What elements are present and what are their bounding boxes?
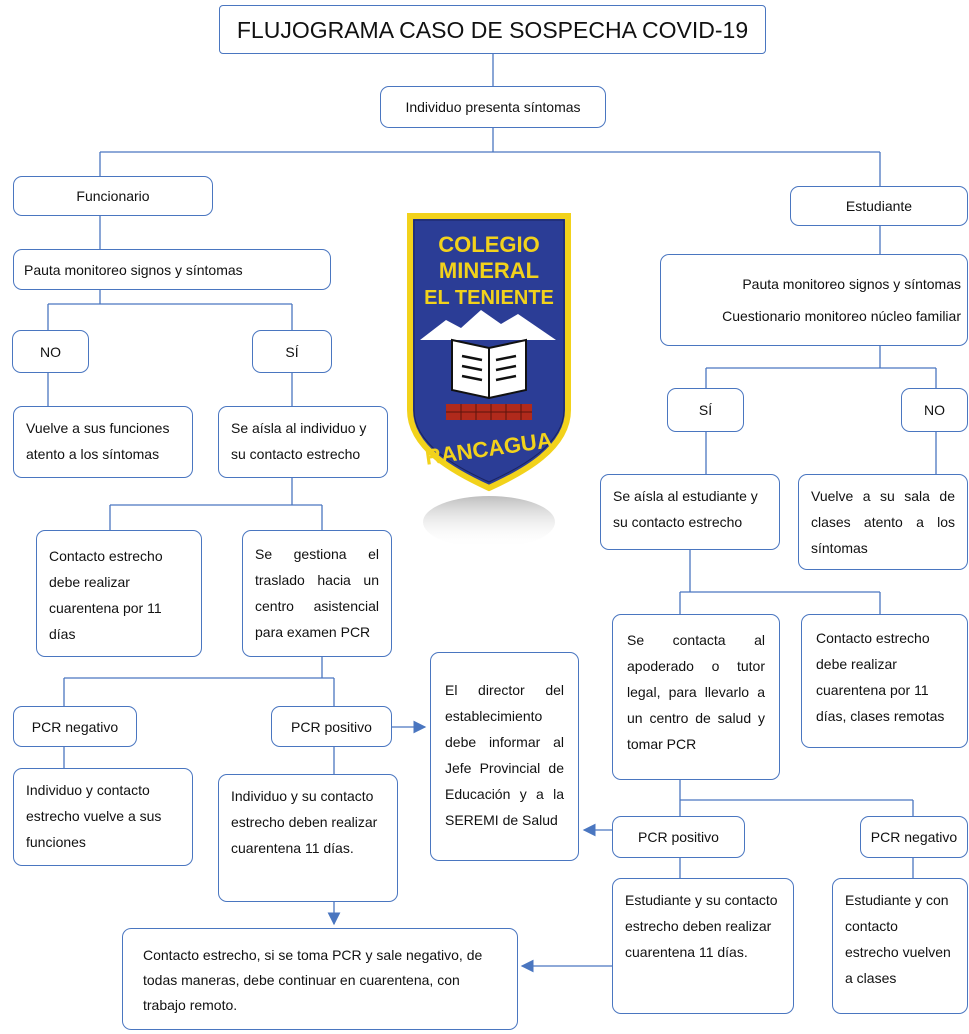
estudiante-contacto-node: Contacto estrecho debe realizar cuarente… (801, 614, 968, 748)
estudiante-no-result-node: Vuelve a su sala de clases atento a los … (798, 474, 968, 570)
book-icon (451, 338, 527, 400)
school-shield-logo: COLEGIO MINERAL EL TENIENTE RANCAGUA (407, 213, 571, 548)
estudiante-positivo-result-node: Estudiante y su contacto estrecho deben … (612, 878, 794, 1014)
funcionario-si-result-node: Se aísla al individuo y su contacto estr… (218, 406, 388, 478)
estudiante-no-node: NO (901, 388, 968, 432)
root-node: Individuo presenta síntomas (380, 86, 606, 128)
estudiante-negativo-result-node: Estudiante y con contacto estrecho vuelv… (832, 878, 968, 1014)
estudiante-apoderado-node: Se contacta al apoderado o tutor legal, … (612, 614, 780, 780)
estudiante-si-result-node: Se aísla al estudiante y su contacto est… (600, 474, 780, 550)
funcionario-no-node: NO (12, 330, 89, 373)
funcionario-pauta-node: Pauta monitoreo signos y síntomas (13, 249, 331, 290)
estudiante-node: Estudiante (790, 186, 968, 226)
funcionario-positivo-result-node: Individuo y su contacto estrecho deben r… (218, 774, 398, 902)
funcionario-si-node: SÍ (252, 330, 332, 373)
funcionario-negativo-result-node: Individuo y contacto estrecho vuelve a s… (13, 768, 193, 866)
logo-text-line-1: COLEGIO (438, 232, 539, 257)
funcionario-no-result-node: Vuelve a sus funciones atento a los sínt… (13, 406, 193, 478)
final-note-node: Contacto estrecho, si se toma PCR y sale… (122, 928, 518, 1030)
funcionario-pcr-positivo-node: PCR positivo (271, 706, 392, 747)
funcionario-node: Funcionario (13, 176, 213, 216)
funcionario-pcr-negativo-node: PCR negativo (13, 706, 137, 747)
logo-text-line-3: EL TENIENTE (424, 287, 554, 309)
director-node: El director del establecimiento debe inf… (430, 652, 579, 861)
funcionario-contacto-node: Contacto estrecho debe realizar cuarente… (36, 530, 202, 657)
estudiante-pcr-positivo-node: PCR positivo (612, 816, 745, 858)
page-title: FLUJOGRAMA CASO DE SOSPECHA COVID-19 (219, 5, 766, 54)
mountains-icon (420, 310, 556, 340)
estudiante-pauta-line-1: Pauta monitoreo signos y síntomas (742, 276, 961, 292)
estudiante-si-node: SÍ (667, 388, 744, 432)
estudiante-pauta-line-2: Cuestionario monitoreo núcleo familiar (722, 308, 961, 324)
funcionario-traslado-node: Se gestiona el traslado hacia un centro … (242, 530, 392, 657)
estudiante-pcr-negativo-node: PCR negativo (860, 816, 968, 858)
logo-text-line-2: MINERAL (439, 258, 539, 283)
estudiante-pauta-node: Pauta monitoreo signos y síntomas Cuesti… (660, 254, 968, 346)
